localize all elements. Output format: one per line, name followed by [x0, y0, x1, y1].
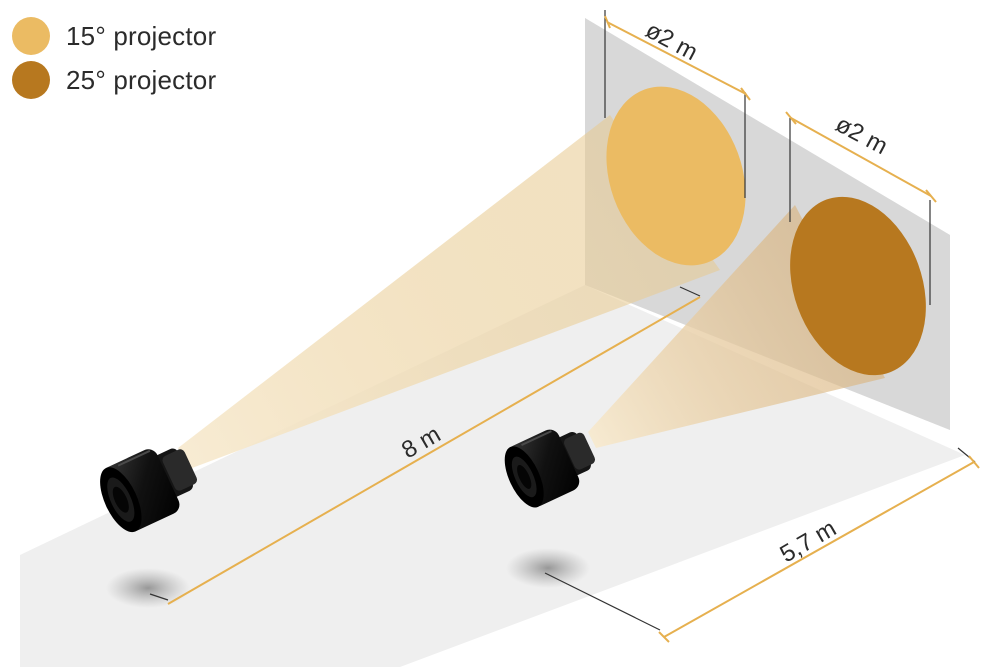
legend-label-15: 15° projector [66, 20, 217, 51]
dimension-ticks [149, 10, 976, 631]
legend-swatch-15 [12, 17, 50, 55]
legend-swatch-25 [12, 61, 50, 99]
diameter-25-label: ø2 m [831, 111, 892, 161]
projector-25-shadow [506, 548, 590, 588]
projector-15-icon [100, 448, 198, 533]
dimension-lines [167, 15, 980, 643]
projection-circle-25 [790, 196, 926, 376]
projector-25-icon [504, 429, 595, 508]
legend-label-25: 25° projector [66, 64, 217, 95]
legend-item-25-projector: 25° projector [12, 58, 216, 102]
legend-item-15-projector: 15° projector [12, 14, 216, 58]
beam-15 [178, 115, 720, 468]
distance-25-label: 5,7 m [776, 515, 841, 568]
projection-circle-15 [606, 86, 746, 266]
legend: 15° projector 25° projector [12, 14, 216, 102]
projector-15-shadow [106, 568, 190, 608]
